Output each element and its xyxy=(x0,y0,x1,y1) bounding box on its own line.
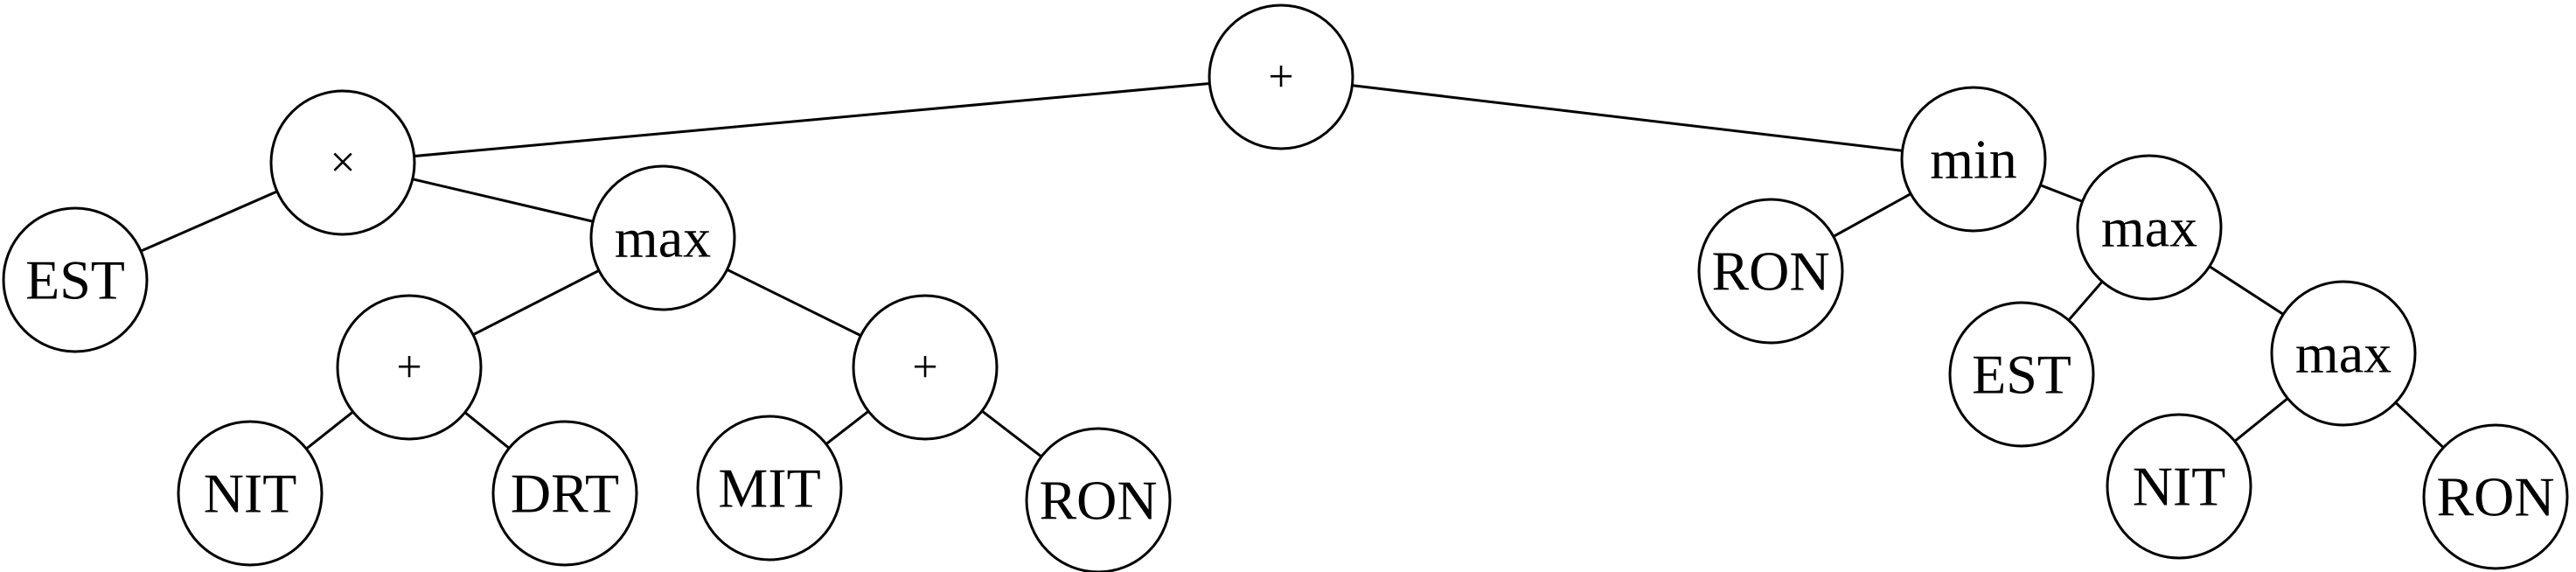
node-label: × xyxy=(330,138,355,188)
node-ron1: RON xyxy=(1025,427,1172,572)
node-circle xyxy=(1697,198,1844,345)
node-max3: max xyxy=(2270,280,2417,427)
node-label: + xyxy=(912,343,937,393)
node-label: + xyxy=(1268,52,1293,102)
node-circle xyxy=(2,206,149,353)
node-drt: DRT xyxy=(491,420,638,567)
node-circle xyxy=(1948,301,2095,448)
node-label: RON xyxy=(1711,241,1829,303)
node-label: RON xyxy=(2436,466,2554,528)
node-plus1: + xyxy=(336,294,483,441)
node-max1: max xyxy=(589,164,736,311)
node-label: DRT xyxy=(511,463,619,525)
node-label: min xyxy=(1930,129,2017,191)
node-label: NIT xyxy=(2133,456,2226,518)
node-circle xyxy=(696,415,843,562)
node-ron3: RON xyxy=(2422,423,2569,570)
node-circle xyxy=(269,89,416,236)
node-root: + xyxy=(1208,3,1354,150)
node-label: EST xyxy=(25,249,125,311)
node-nit1: NIT xyxy=(177,420,324,567)
node-mul: × xyxy=(269,89,416,236)
node-label: RON xyxy=(1039,470,1157,532)
edge-root-mul xyxy=(342,75,1282,164)
node-circle xyxy=(1900,86,2047,233)
node-circle xyxy=(491,420,638,567)
edge-root-min xyxy=(1280,75,1974,161)
node-label: MIT xyxy=(718,457,820,520)
node-est1: EST xyxy=(2,206,149,353)
node-circle xyxy=(177,420,324,567)
node-label: max xyxy=(2101,197,2197,259)
node-circle xyxy=(1025,427,1172,572)
node-mit: MIT xyxy=(696,415,843,562)
node-circle xyxy=(2270,280,2417,427)
node-circle xyxy=(589,164,736,311)
node-est2: EST xyxy=(1948,301,2095,448)
node-circle xyxy=(852,294,999,441)
node-max2: max xyxy=(2076,154,2223,301)
node-min: min xyxy=(1900,86,2047,233)
node-label: + xyxy=(396,343,421,393)
node-circle xyxy=(1208,3,1354,150)
node-nit2: NIT xyxy=(2106,413,2252,560)
node-ron2: RON xyxy=(1697,198,1844,345)
node-circle xyxy=(2106,413,2252,560)
node-label: max xyxy=(615,207,711,269)
node-circle xyxy=(2076,154,2223,301)
node-plus2: + xyxy=(852,294,999,441)
node-label: EST xyxy=(1972,344,2071,406)
node-circle xyxy=(2422,423,2569,570)
node-label: NIT xyxy=(204,463,297,525)
node-circle xyxy=(336,294,483,441)
node-label: max xyxy=(2295,323,2392,385)
